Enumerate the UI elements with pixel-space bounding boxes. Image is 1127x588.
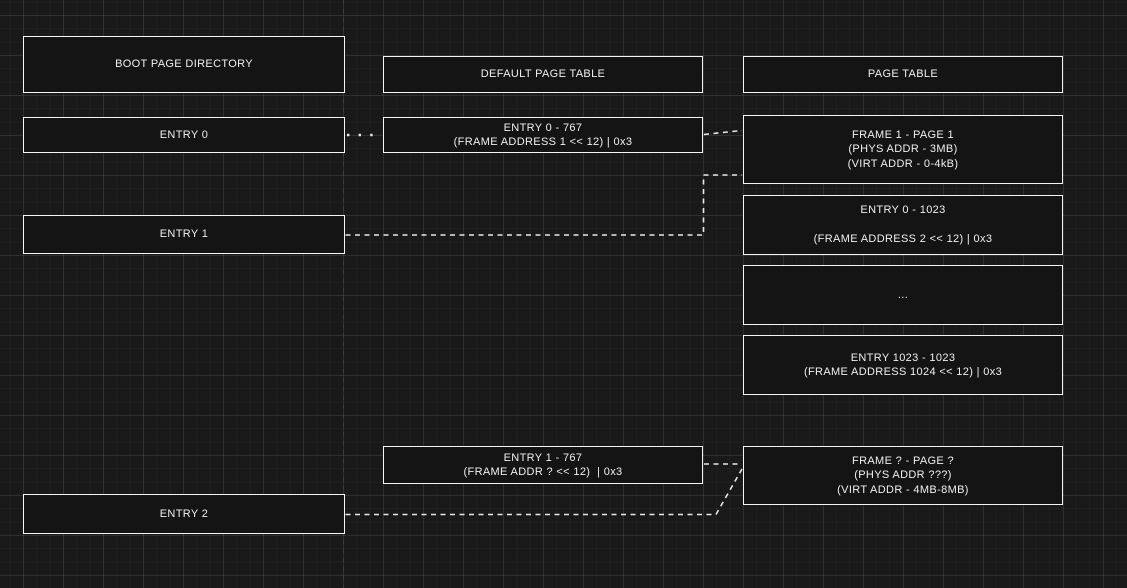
pt-frame-q-line3: (VIRT ADDR - 4MB-8MB) bbox=[837, 483, 969, 496]
entry-2-box: ENTRY 2 bbox=[23, 494, 345, 534]
pt-frame-q-box: FRAME ? - PAGE ? (PHYS ADDR ???) (VIRT A… bbox=[743, 446, 1063, 505]
pt-entry-0-line1: ENTRY 0 - 1023 bbox=[860, 204, 946, 217]
entry-1-label: ENTRY 1 bbox=[159, 228, 209, 241]
pt-entry-1023-line2: (FRAME ADDRESS 1024 << 12) | 0x3 bbox=[803, 366, 1003, 378]
connector-entry1-to-frame1-line bbox=[345, 174, 742, 236]
dpt-entry-0-box: ENTRY 0 - 767 (FRAME ADDRESS 1 << 12) | … bbox=[383, 117, 703, 153]
pt-entry-1023-box: ENTRY 1023 - 1023 (FRAME ADDRESS 1024 <<… bbox=[743, 335, 1063, 395]
page-table-title: PAGE TABLE bbox=[867, 68, 939, 81]
boot-page-directory-title: BOOT PAGE DIRECTORY bbox=[115, 58, 253, 71]
default-page-table-title: DEFAULT PAGE TABLE bbox=[480, 68, 606, 81]
default-page-table-header-box: DEFAULT PAGE TABLE bbox=[383, 56, 703, 93]
entry-0-label: ENTRY 0 bbox=[159, 128, 209, 141]
dpt-entry-0-line2: (FRAME ADDRESS 1 << 12) | 0x3 bbox=[453, 136, 633, 148]
pt-entry-0-box: ENTRY 0 - 1023 (FRAME ADDRESS 2 << 12) |… bbox=[743, 195, 1063, 255]
dpt-entry-1-line2: (FRAME ADDR ? << 12) | 0x3 bbox=[463, 466, 623, 478]
pt-frame-1-line2: (PHYS ADDR - 3MB) bbox=[848, 143, 958, 156]
pt-ellipsis-label: ... bbox=[897, 288, 909, 301]
dpt-entry-1-box: ENTRY 1 - 767 (FRAME ADDR ? << 12) | 0x3 bbox=[383, 446, 703, 484]
pt-frame-q-line2: (PHYS ADDR ???) bbox=[854, 469, 952, 482]
pt-frame-q-line1: FRAME ? - PAGE ? bbox=[852, 454, 954, 467]
pt-entry-0-line3: (FRAME ADDRESS 2 << 12) | 0x3 bbox=[813, 233, 993, 246]
dpt-entry-1-line1: ENTRY 1 - 767 bbox=[503, 451, 583, 464]
pt-entry-1023-line1: ENTRY 1023 - 1023 bbox=[850, 351, 956, 364]
dpt-entry-0-line1: ENTRY 0 - 767 bbox=[503, 121, 583, 134]
pt-frame-1-line1: FRAME 1 - PAGE 1 bbox=[852, 128, 954, 141]
boot-page-directory-box: BOOT PAGE DIRECTORY bbox=[23, 36, 345, 93]
pt-frame-1-line3: (VIRT ADDR - 0-4kB) bbox=[847, 157, 959, 170]
pt-frame-1-box: FRAME 1 - PAGE 1 (PHYS ADDR - 3MB) (VIRT… bbox=[743, 115, 1063, 184]
entry-2-label: ENTRY 2 bbox=[159, 507, 209, 520]
page-table-header-box: PAGE TABLE bbox=[743, 56, 1063, 93]
entry-0-box: ENTRY 0 bbox=[23, 117, 345, 153]
entry-1-box: ENTRY 1 bbox=[23, 215, 345, 254]
connector-dpt-entry0-to-frame1-line bbox=[703, 129, 743, 136]
pt-ellipsis-box: ... bbox=[743, 265, 1063, 325]
